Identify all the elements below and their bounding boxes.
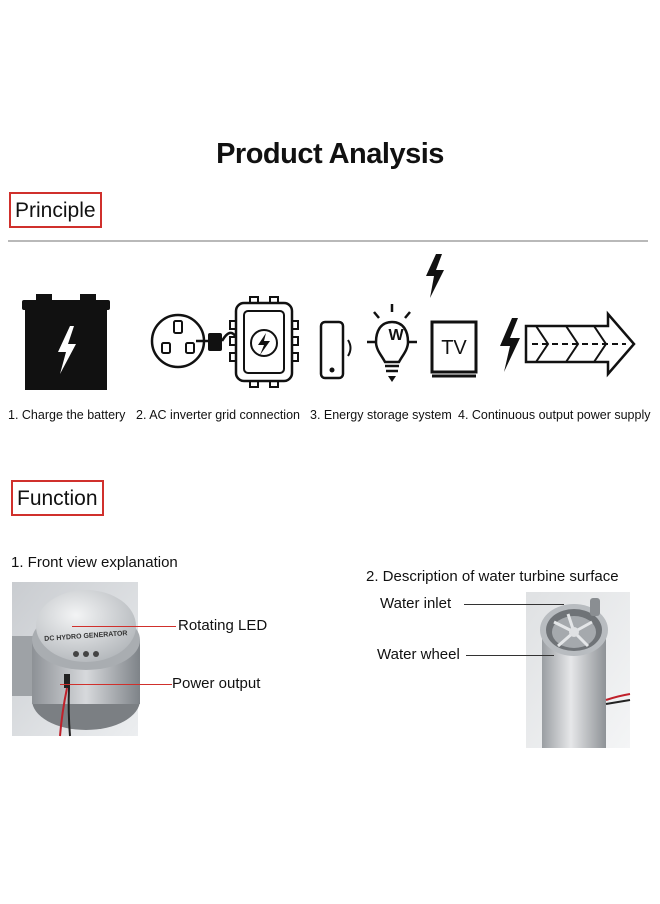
inverter-icon bbox=[150, 296, 299, 388]
rotating-led-leader bbox=[72, 626, 176, 627]
callout-water-wheel: Water wheel bbox=[377, 646, 460, 663]
step-label-output: 4. Continuous output power supply bbox=[458, 408, 651, 422]
function-heading: Function bbox=[11, 480, 104, 516]
section-divider bbox=[8, 240, 648, 242]
page-title: Product Analysis bbox=[216, 138, 444, 170]
callout-water-inlet: Water inlet bbox=[380, 595, 452, 612]
front-view-caption: 1. Front view explanation bbox=[11, 554, 178, 571]
appliances-icon bbox=[319, 254, 478, 382]
step-label-charge: 1. Charge the battery bbox=[8, 408, 126, 422]
output-arrow-icon bbox=[500, 310, 636, 378]
water-turbine-photo bbox=[526, 592, 631, 748]
callout-power-output: Power output bbox=[172, 675, 261, 692]
turbine-caption: 2. Description of water turbine surface bbox=[366, 568, 619, 585]
water-wheel-leader bbox=[466, 655, 554, 656]
step-label-inverter: 2. AC inverter grid connection bbox=[136, 408, 300, 422]
generator-front-photo: DC HYDRO GENERATOR bbox=[12, 582, 140, 737]
step-label-storage: 3. Energy storage system bbox=[310, 408, 452, 422]
tv-label: TV bbox=[441, 337, 467, 359]
principle-heading: Principle bbox=[9, 192, 102, 228]
bulb-letter: W bbox=[388, 327, 404, 344]
battery-icon bbox=[22, 294, 110, 390]
callout-rotating-led: Rotating LED bbox=[178, 617, 268, 634]
power-output-leader bbox=[60, 684, 172, 685]
water-inlet-leader bbox=[464, 604, 564, 605]
